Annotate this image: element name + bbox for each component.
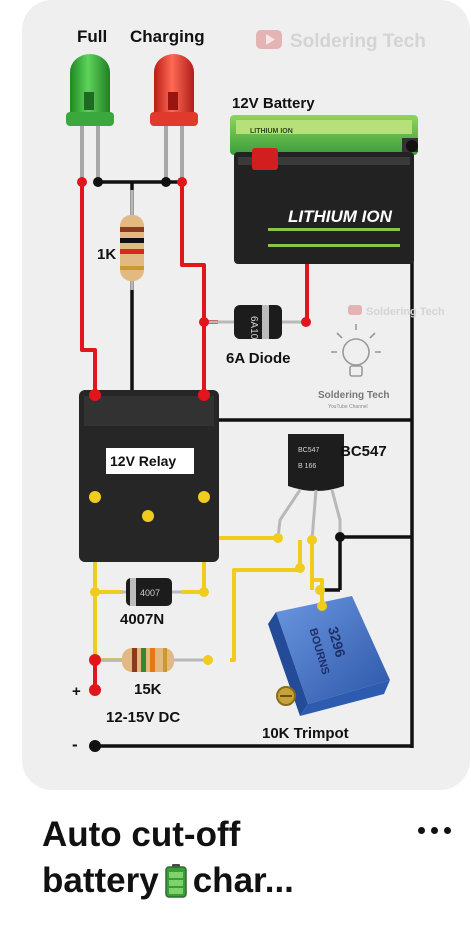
watermark-mid: Soldering Tech: [348, 305, 445, 318]
resistor-1k-label: 1K: [97, 246, 116, 263]
transistor-label: BC547: [340, 443, 387, 460]
diode-6a-label: 6A Diode: [226, 350, 290, 367]
youtube-icon-small: [348, 305, 362, 315]
transistor-marking-1: BC547: [298, 447, 320, 454]
logo-text: Soldering Tech: [318, 390, 390, 401]
diode-4007: 4007: [122, 578, 182, 606]
resistor-15k: [95, 648, 208, 672]
pin-title-line2-prefix: battery: [42, 861, 159, 900]
led-full-green: [66, 54, 114, 126]
transistor-marking-2: B 166: [298, 463, 316, 470]
led-full-label: Full: [77, 27, 107, 46]
pin-title-line1: Auto cut-off: [42, 815, 241, 854]
more-options-button[interactable]: [412, 820, 456, 840]
battery-emoji-icon: [164, 864, 187, 898]
relay-12v: 12V Relay: [79, 390, 219, 562]
pin-title-line2-suffix: char...: [192, 861, 294, 900]
more-dot-icon: [417, 826, 425, 834]
relay-label: 12V Relay: [110, 453, 176, 469]
resistor-1k: [120, 215, 144, 281]
watermark-mid-text: Soldering Tech: [366, 306, 445, 318]
diode-6a-marking: 6A10: [248, 316, 259, 340]
diode-4007-marking: 4007: [140, 588, 160, 598]
watermark-top: Soldering Tech: [256, 30, 426, 52]
battery-brand: LITHIUM ION: [288, 207, 393, 226]
battery-positive-terminal: [252, 148, 278, 170]
dc-input-label: 12-15V DC: [106, 709, 180, 726]
pin-title[interactable]: Auto cut-off battery char...: [42, 812, 402, 904]
dc-plus-label: +: [72, 683, 81, 700]
more-dot-icon: [430, 826, 438, 834]
junction-dots: [77, 140, 418, 752]
trimpot-label: 10K Trimpot: [262, 725, 349, 742]
battery-12v: LITHIUM ION LITHIUM ION: [230, 115, 418, 264]
led-legs: [80, 125, 184, 180]
led-charging-red: [150, 54, 198, 126]
diode-6a: 6A10: [204, 305, 306, 340]
watermark-top-text: Soldering Tech: [290, 31, 426, 52]
lightbulb-logo-icon: [331, 324, 381, 377]
pin-title-line2: battery char...: [42, 858, 402, 904]
logo-subtext: YouTube Channel: [328, 404, 368, 410]
resistor-15k-label: 15K: [134, 681, 162, 698]
circuit-diagram: Soldering Tech Full Charging: [66, 27, 445, 754]
trimpot-10k: 3296 BOURNS: [268, 596, 390, 716]
circuit-diagram-card[interactable]: Soldering Tech Full Charging: [22, 0, 470, 790]
battery-label: 12V Battery: [232, 95, 315, 112]
more-dot-icon: [443, 826, 451, 834]
battery-tag: LITHIUM ION: [250, 128, 293, 135]
dc-minus-label: -: [72, 735, 78, 754]
diode-4007-label: 4007N: [120, 611, 164, 628]
led-charging-label: Charging: [130, 27, 205, 46]
transistor-bc547: BC547 B 166: [276, 434, 344, 541]
